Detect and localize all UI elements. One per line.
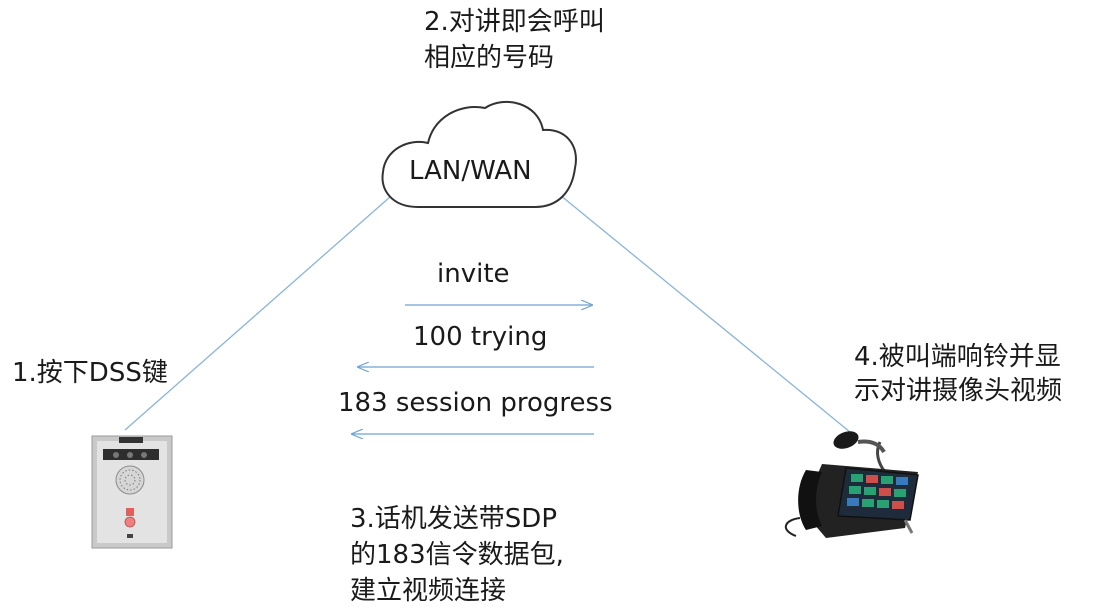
- step-1-label: 1.按下DSS键: [12, 358, 168, 388]
- step-3-label-line-2: 的183信令数据包,: [350, 540, 564, 570]
- step-4-label-line-1: 4.被叫端响铃并显: [854, 342, 1061, 372]
- step-2-label-line-2: 相应的号码: [424, 43, 555, 73]
- message-100-trying: 100 trying: [413, 322, 548, 352]
- step-3-label-line-1: 3.话机发送带SDP: [350, 504, 558, 534]
- video-desk-phone-icon: [785, 431, 919, 538]
- door-intercom-icon: [91, 435, 173, 549]
- cloud-label: LAN/WAN: [409, 156, 532, 186]
- link-intercom-to-cloud: [124, 196, 391, 431]
- link-cloud-to-phone: [559, 194, 851, 433]
- cloud-icon: [381, 100, 577, 208]
- message-183-session-progress: 183 session progress: [338, 388, 613, 418]
- step-4-label-line-2: 示对讲摄像头视频: [854, 376, 1063, 406]
- step-3-label-line-3: 建立视频连接: [350, 576, 507, 606]
- step-2-label-line-1: 2.对讲即会呼叫: [424, 7, 605, 37]
- message-invite: invite: [437, 259, 510, 289]
